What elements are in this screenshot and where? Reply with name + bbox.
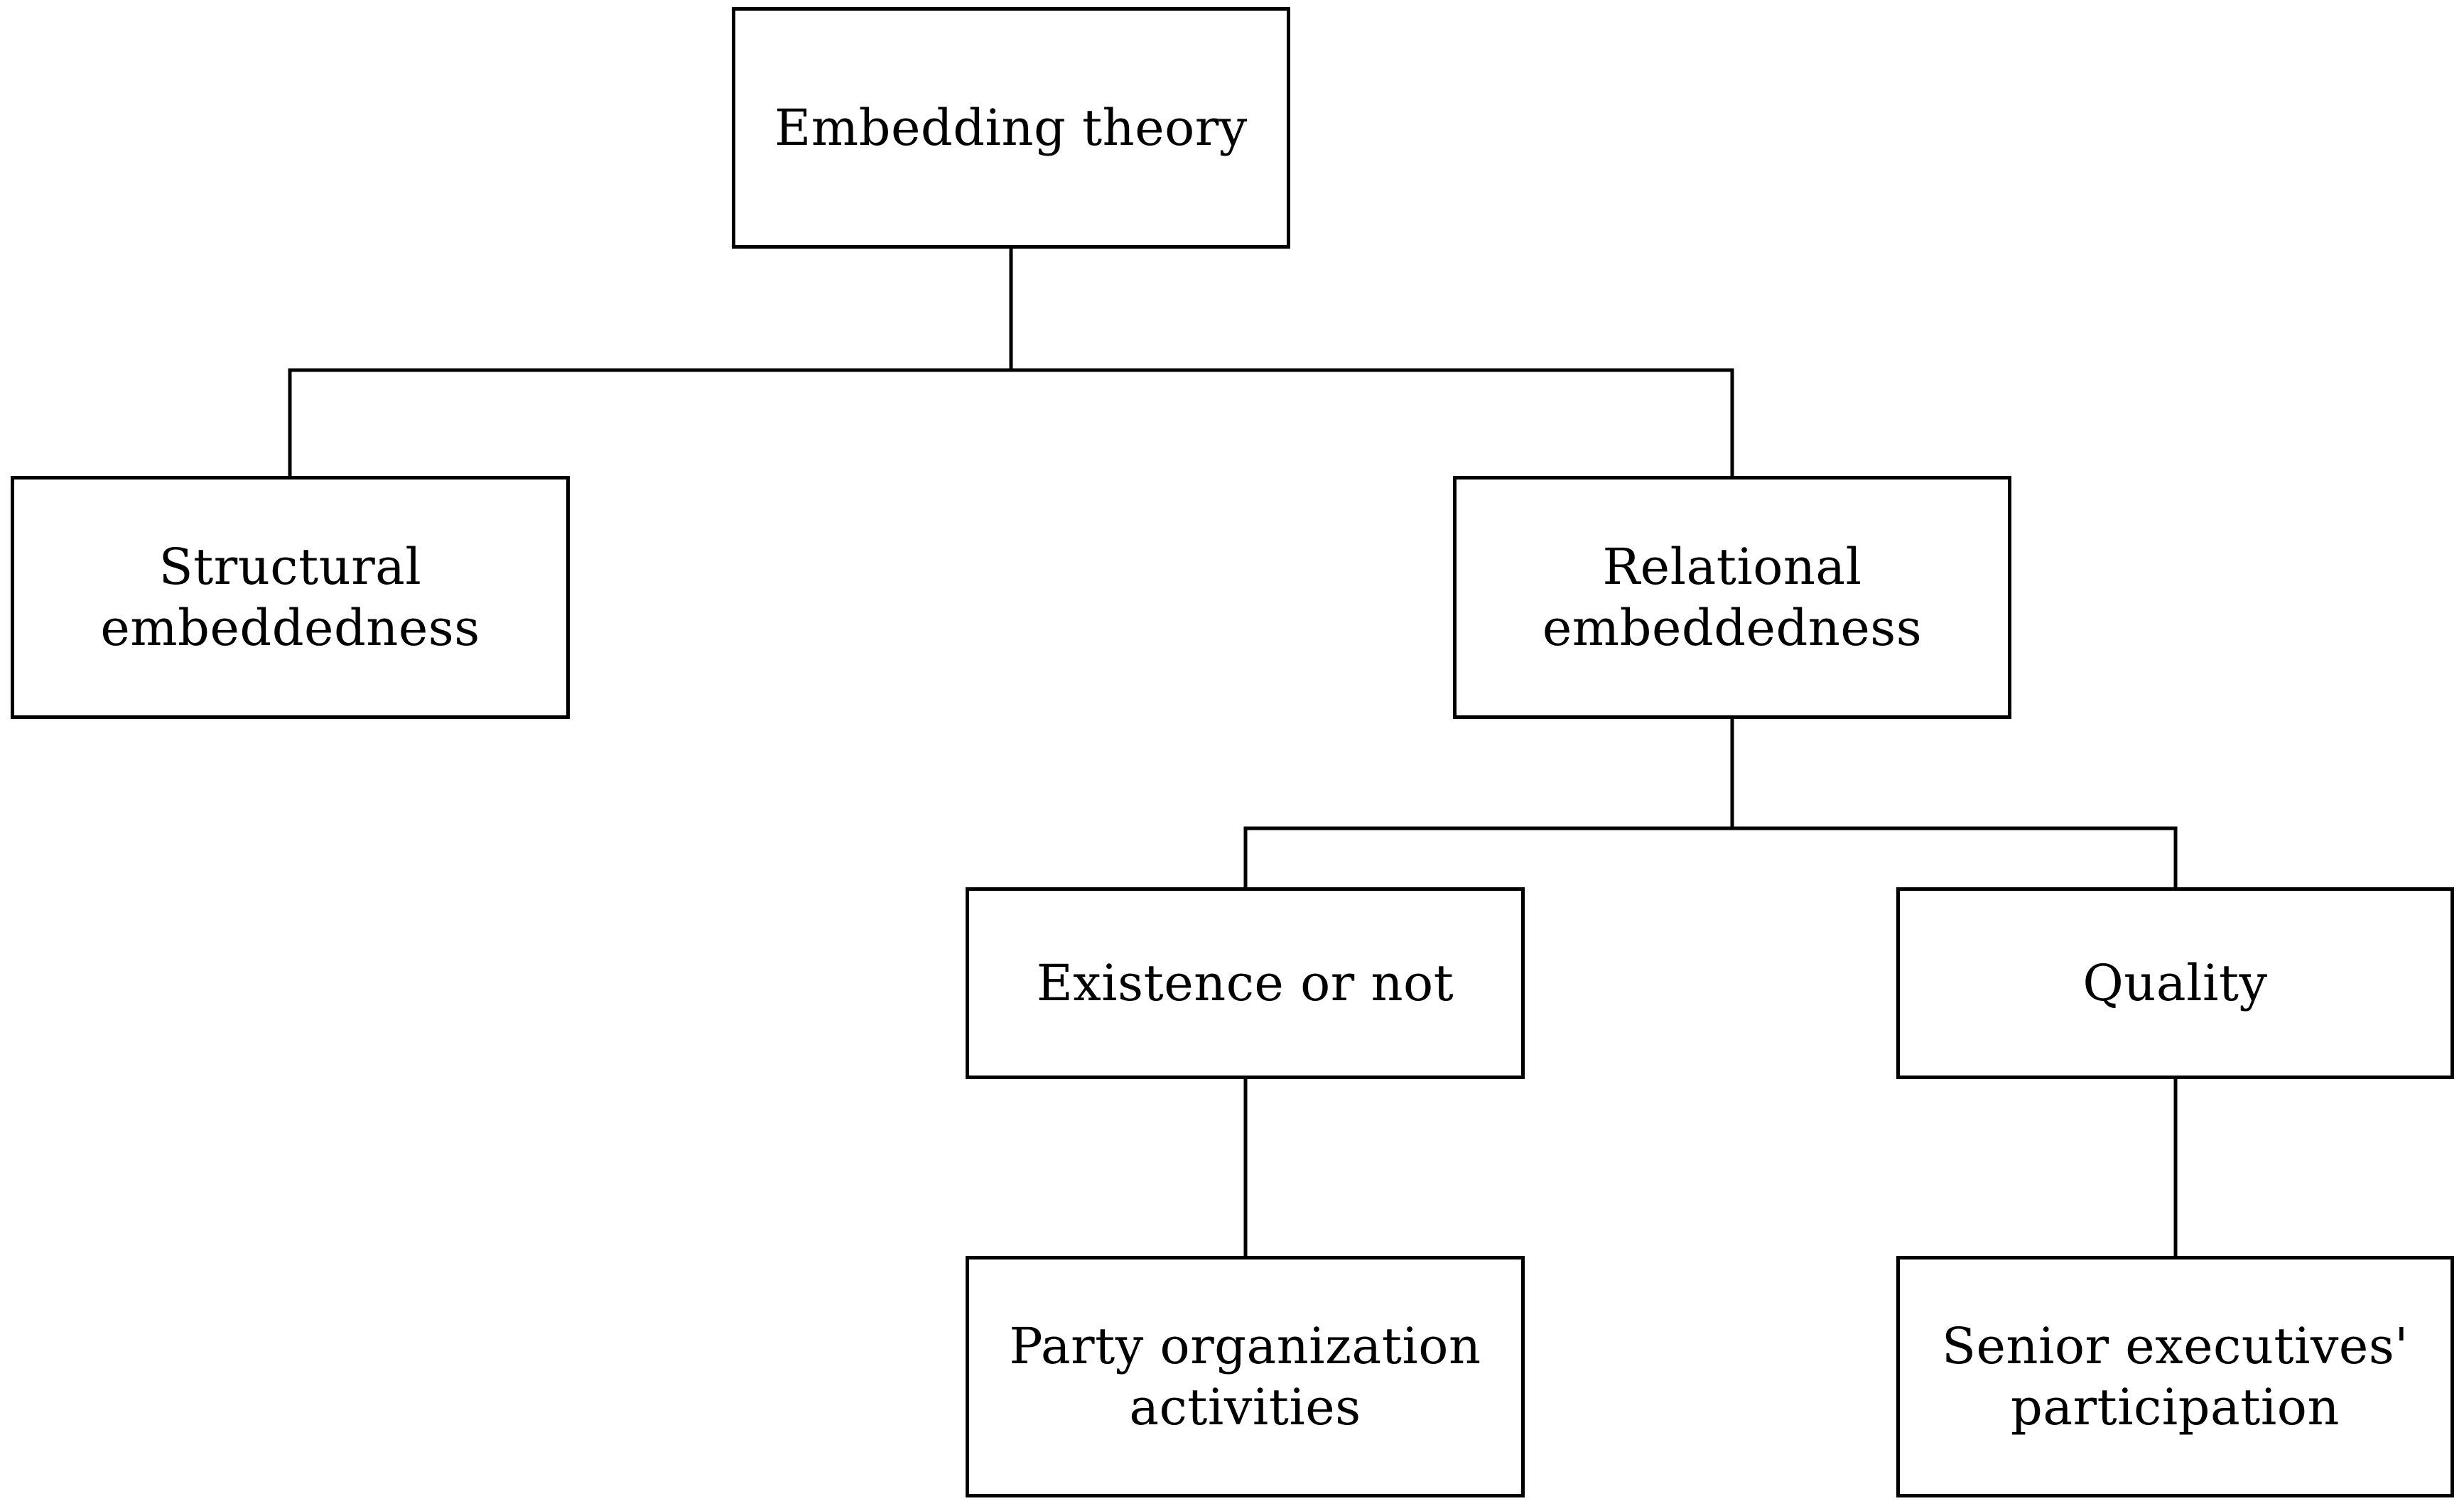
node-relational-embeddedness: Relational embeddedness bbox=[1453, 476, 2011, 719]
node-label: Embedding theory bbox=[774, 99, 1248, 157]
node-label: Party organization activities bbox=[1009, 1317, 1481, 1436]
node-label: Quality bbox=[2082, 954, 2268, 1012]
node-label: Existence or not bbox=[1036, 954, 1454, 1012]
node-structural-embeddedness: Structural embeddedness bbox=[11, 476, 570, 719]
node-senior-executives-participation: Senior executives' participation bbox=[1896, 1256, 2454, 1497]
node-label: Relational embeddedness bbox=[1542, 538, 1923, 657]
node-existence-or-not: Existence or not bbox=[966, 887, 1525, 1079]
node-quality: Quality bbox=[1896, 887, 2454, 1079]
node-party-organization-activities: Party organization activities bbox=[966, 1256, 1525, 1497]
node-embedding-theory: Embedding theory bbox=[732, 7, 1290, 249]
node-label: Senior executives' participation bbox=[1942, 1317, 2409, 1436]
node-label: Structural embeddedness bbox=[100, 538, 480, 657]
